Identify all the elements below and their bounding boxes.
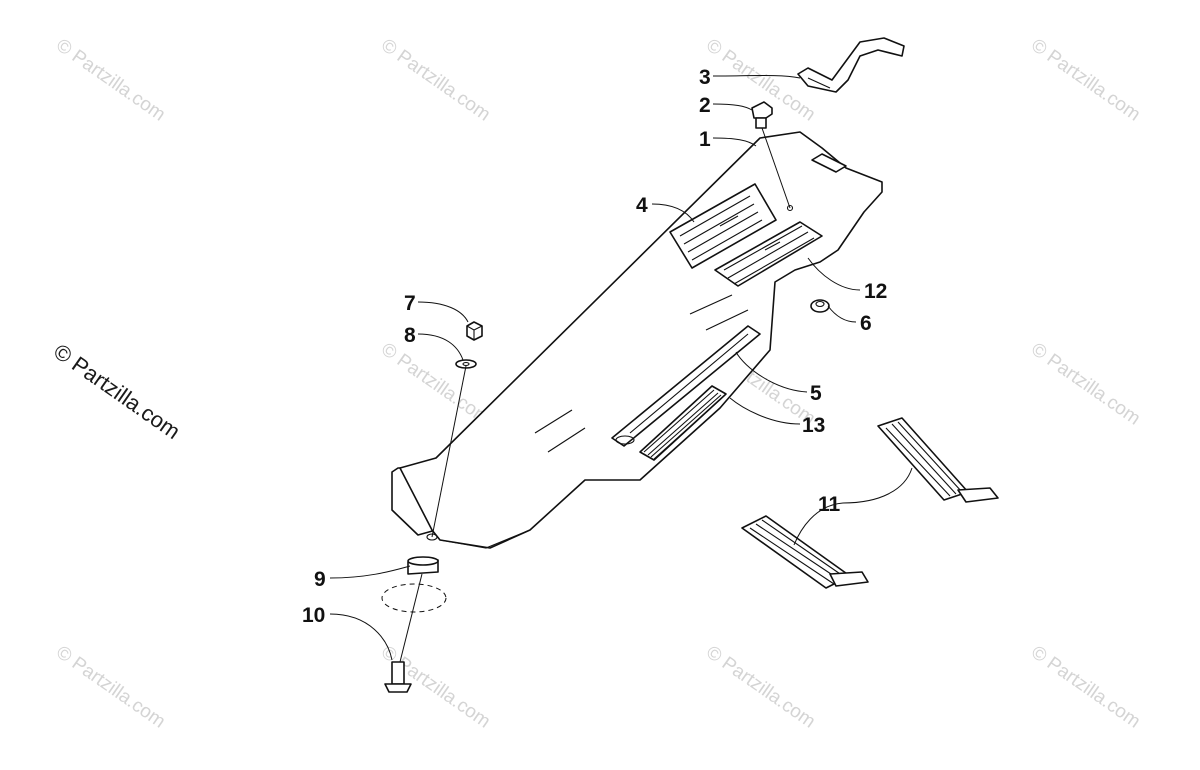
callout-10: 10 (302, 604, 325, 627)
decal-part-4 (669, 183, 777, 269)
callout-12: 12 (864, 280, 887, 303)
callout-leaders (329, 75, 913, 661)
bolt-axis-line (397, 573, 423, 671)
assembly-axis-line (431, 365, 467, 538)
watermark-text: © Partzilla.com (702, 642, 819, 733)
watermark-main-text: © Partzilla.com (49, 339, 185, 445)
watermark-text: © Partzilla.com (52, 35, 169, 126)
tread-pad-part-11-upper (877, 417, 999, 503)
callout-4: 4 (636, 194, 648, 217)
bolt-part-10 (384, 661, 412, 693)
watermark-text: © Partzilla.com (1027, 35, 1144, 126)
callout-1: 1 (699, 128, 711, 151)
skid-plate-part-1 (391, 131, 883, 549)
callout-9: 9 (314, 568, 326, 591)
clip-part-3 (797, 37, 905, 93)
callout-13: 13 (802, 414, 825, 437)
watermark-text: © Partzilla.com (52, 642, 169, 733)
callout-8: 8 (404, 324, 416, 347)
callout-labels: 1 2 3 4 5 6 7 8 9 10 11 12 13 (302, 66, 887, 627)
grip-pad-part-13 (639, 385, 727, 461)
watermark-text: © Partzilla.com (1027, 642, 1144, 733)
callout-11: 11 (818, 493, 841, 516)
callout-3: 3 (699, 66, 711, 89)
dashed-washer-outline (381, 583, 447, 613)
callout-6: 6 (860, 312, 872, 335)
decal-part-5 (611, 325, 761, 447)
callout-7: 7 (404, 292, 416, 315)
callout-5: 5 (810, 382, 822, 405)
nut-part-7 (466, 321, 483, 341)
tread-pad-part-11-lower (741, 515, 869, 589)
spacer-part-9 (407, 556, 439, 575)
bolt-part-2 (751, 101, 791, 209)
watermark-text: © Partzilla.com (377, 339, 494, 430)
decal-part-12 (714, 221, 823, 287)
callout-2: 2 (699, 94, 711, 117)
watermark-text: © Partzilla.com (1027, 339, 1144, 430)
watermark-text: © Partzilla.com (377, 35, 494, 126)
grommet-part-6 (810, 299, 830, 313)
